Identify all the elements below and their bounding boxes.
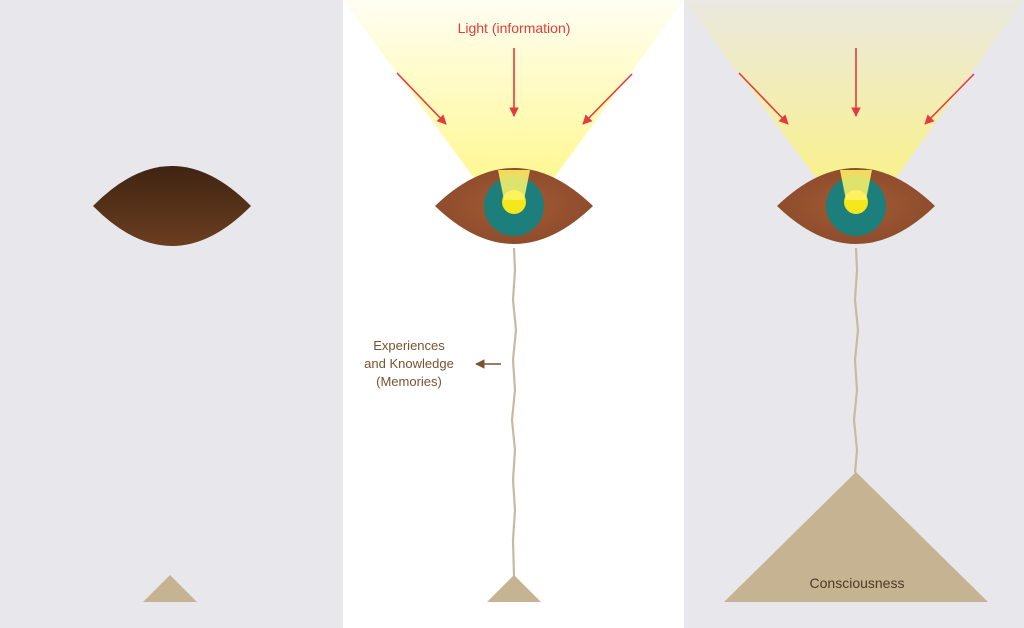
panel-closed-eye [0, 0, 343, 628]
arrow-icon [396, 72, 447, 125]
memory-line: (Memories) [376, 374, 442, 389]
memories-label: Experiences and Knowledge (Memories) [344, 337, 474, 391]
consciousness-label: Consciousness [809, 575, 905, 591]
small-pyramid-left [143, 575, 197, 602]
memory-thread-right [852, 247, 860, 474]
small-pyramid-middle [487, 575, 541, 602]
light-beam-right [684, 0, 1024, 186]
arrow-icon [924, 73, 975, 125]
memory-line: Experiences [373, 338, 445, 353]
light-beam-middle-inner [498, 170, 530, 200]
light-information-label: Light (information) [457, 20, 571, 36]
memory-thread-middle [510, 247, 518, 577]
closed-eye [93, 166, 251, 246]
arrow-icon [738, 72, 789, 125]
light-beam-right-inner [840, 170, 872, 200]
arrow-icon [582, 73, 633, 125]
memory-line: and Knowledge [364, 356, 454, 371]
large-pyramid-right [724, 472, 988, 602]
